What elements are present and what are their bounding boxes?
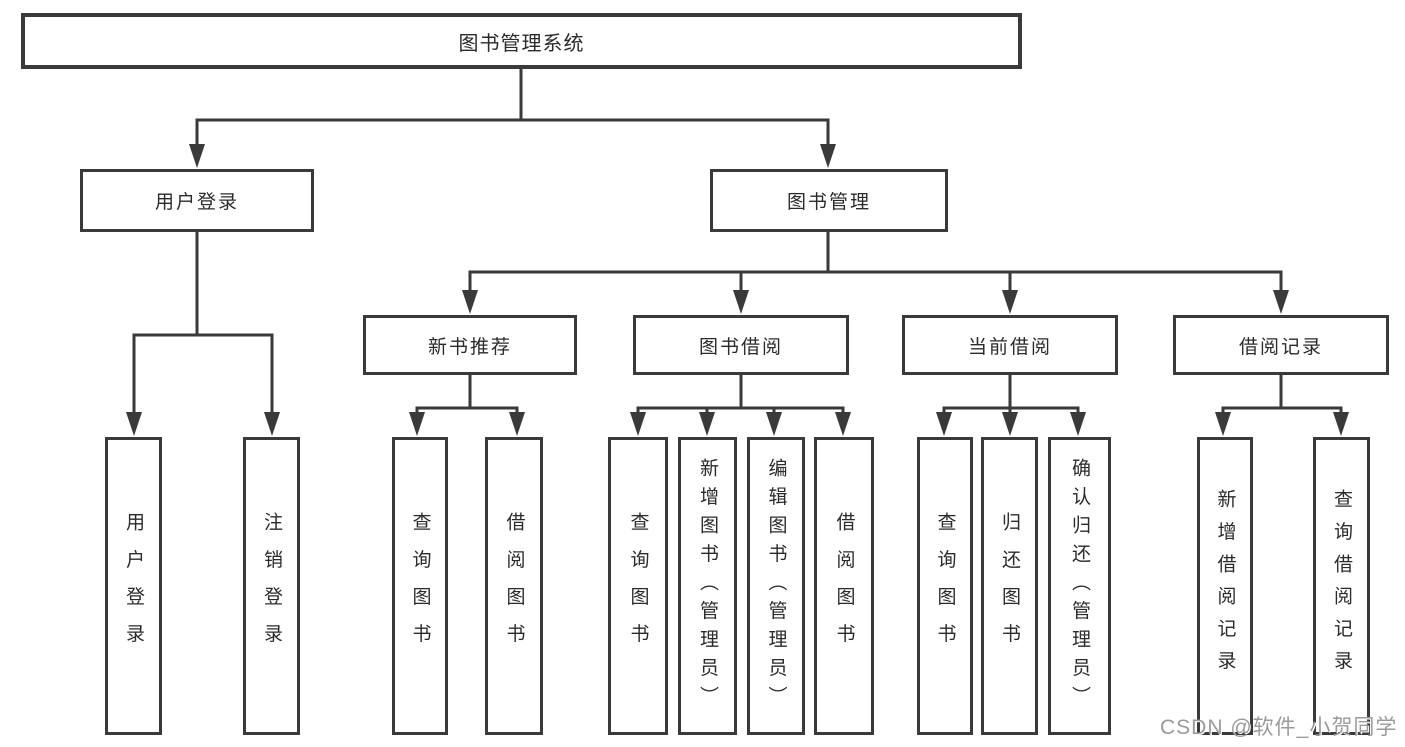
arrowheads bbox=[126, 144, 1349, 436]
leaf-add-borrow-record: 新增借阅记录 bbox=[1197, 437, 1253, 735]
node-book-borrow-label: 图书借阅 bbox=[698, 336, 783, 358]
node-root-label: 图书管理系统 bbox=[458, 32, 585, 55]
connector-paths bbox=[132, 67, 1343, 416]
node-book-management-label: 图书管理 bbox=[786, 192, 871, 213]
node-book-borrow: 图书借阅 bbox=[633, 315, 849, 375]
leaf-confirm-return-admin-label: 确认归还（管理员） bbox=[1069, 457, 1090, 715]
leaf-borrow-books-recommend: 借阅图书 bbox=[485, 437, 543, 735]
node-borrow-records-label: 借阅记录 bbox=[1238, 336, 1323, 358]
node-new-book-recommend: 新书推荐 bbox=[363, 315, 577, 375]
node-root: 图书管理系统 bbox=[21, 13, 1022, 69]
leaf-query-books-current: 查询图书 bbox=[917, 437, 973, 735]
node-user-login-group: 用户登录 bbox=[80, 169, 314, 232]
node-current-borrow-label: 当前借阅 bbox=[967, 336, 1052, 358]
leaf-query-books-borrow: 查询图书 bbox=[608, 437, 668, 735]
leaf-add-borrow-record-label: 新增借阅记录 bbox=[1214, 489, 1236, 683]
leaf-query-books-current-label: 查询图书 bbox=[934, 511, 956, 661]
leaf-return-books: 归还图书 bbox=[981, 437, 1038, 735]
leaf-borrow-books-label: 借阅图书 bbox=[833, 511, 855, 661]
node-borrow-records: 借阅记录 bbox=[1173, 315, 1389, 375]
leaf-edit-books-admin: 编辑图书（管理员） bbox=[747, 437, 805, 735]
leaf-confirm-return-admin: 确认归还（管理员） bbox=[1048, 437, 1111, 735]
leaf-return-books-label: 归还图书 bbox=[999, 511, 1020, 661]
leaf-query-borrow-record-label: 查询借阅记录 bbox=[1331, 489, 1352, 683]
leaf-logout: 注销登录 bbox=[243, 437, 300, 735]
leaf-borrow-books: 借阅图书 bbox=[814, 437, 874, 735]
node-current-borrow: 当前借阅 bbox=[902, 315, 1118, 375]
leaf-add-books-admin: 新增图书（管理员） bbox=[678, 437, 737, 735]
leaf-edit-books-admin-label: 编辑图书（管理员） bbox=[765, 457, 787, 715]
leaf-user-login: 用户登录 bbox=[105, 437, 162, 735]
node-book-management: 图书管理 bbox=[710, 169, 948, 232]
leaf-query-books-borrow-label: 查询图书 bbox=[627, 511, 649, 661]
leaf-query-books-recommend-label: 查询图书 bbox=[409, 511, 431, 661]
leaf-user-login-label: 用户登录 bbox=[123, 511, 144, 661]
leaf-add-books-admin-label: 新增图书（管理员） bbox=[697, 457, 718, 715]
leaf-query-borrow-record: 查询借阅记录 bbox=[1313, 437, 1370, 735]
node-user-login-group-label: 用户登录 bbox=[154, 192, 239, 213]
node-new-book-recommend-label: 新书推荐 bbox=[427, 336, 512, 358]
leaf-logout-label: 注销登录 bbox=[261, 511, 282, 661]
csdn-watermark: CSDN @软件_小贺同学 bbox=[1160, 716, 1398, 739]
leaf-query-books-recommend: 查询图书 bbox=[392, 437, 448, 735]
leaf-borrow-books-recommend-label: 借阅图书 bbox=[503, 511, 525, 661]
